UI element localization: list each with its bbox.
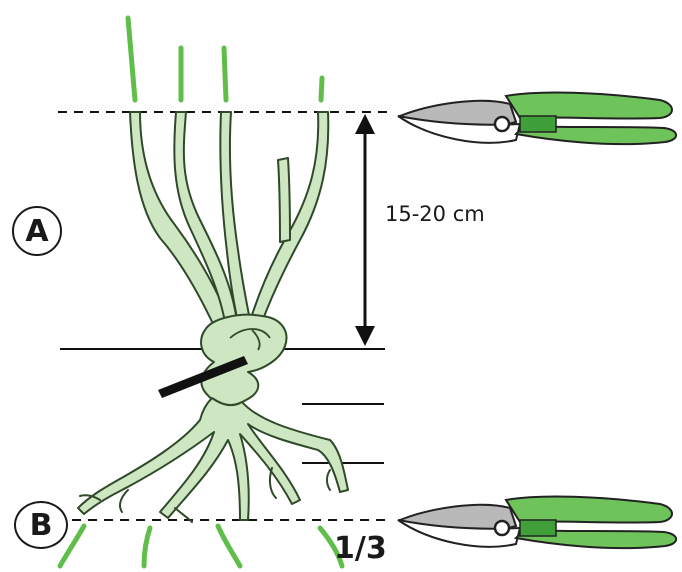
marker-a: A — [12, 206, 62, 256]
shoot-tips — [128, 18, 322, 100]
root-system — [78, 398, 348, 520]
fraction-label: 1/3 — [334, 531, 387, 566]
lower-shears-icon — [398, 497, 676, 549]
root-tips — [60, 526, 342, 566]
distance-label: 15-20 cm — [385, 202, 485, 226]
rose-plant — [130, 112, 328, 405]
upper-shears-icon — [398, 93, 676, 145]
marker-b: B — [14, 501, 68, 549]
distance-arrow — [355, 114, 375, 346]
